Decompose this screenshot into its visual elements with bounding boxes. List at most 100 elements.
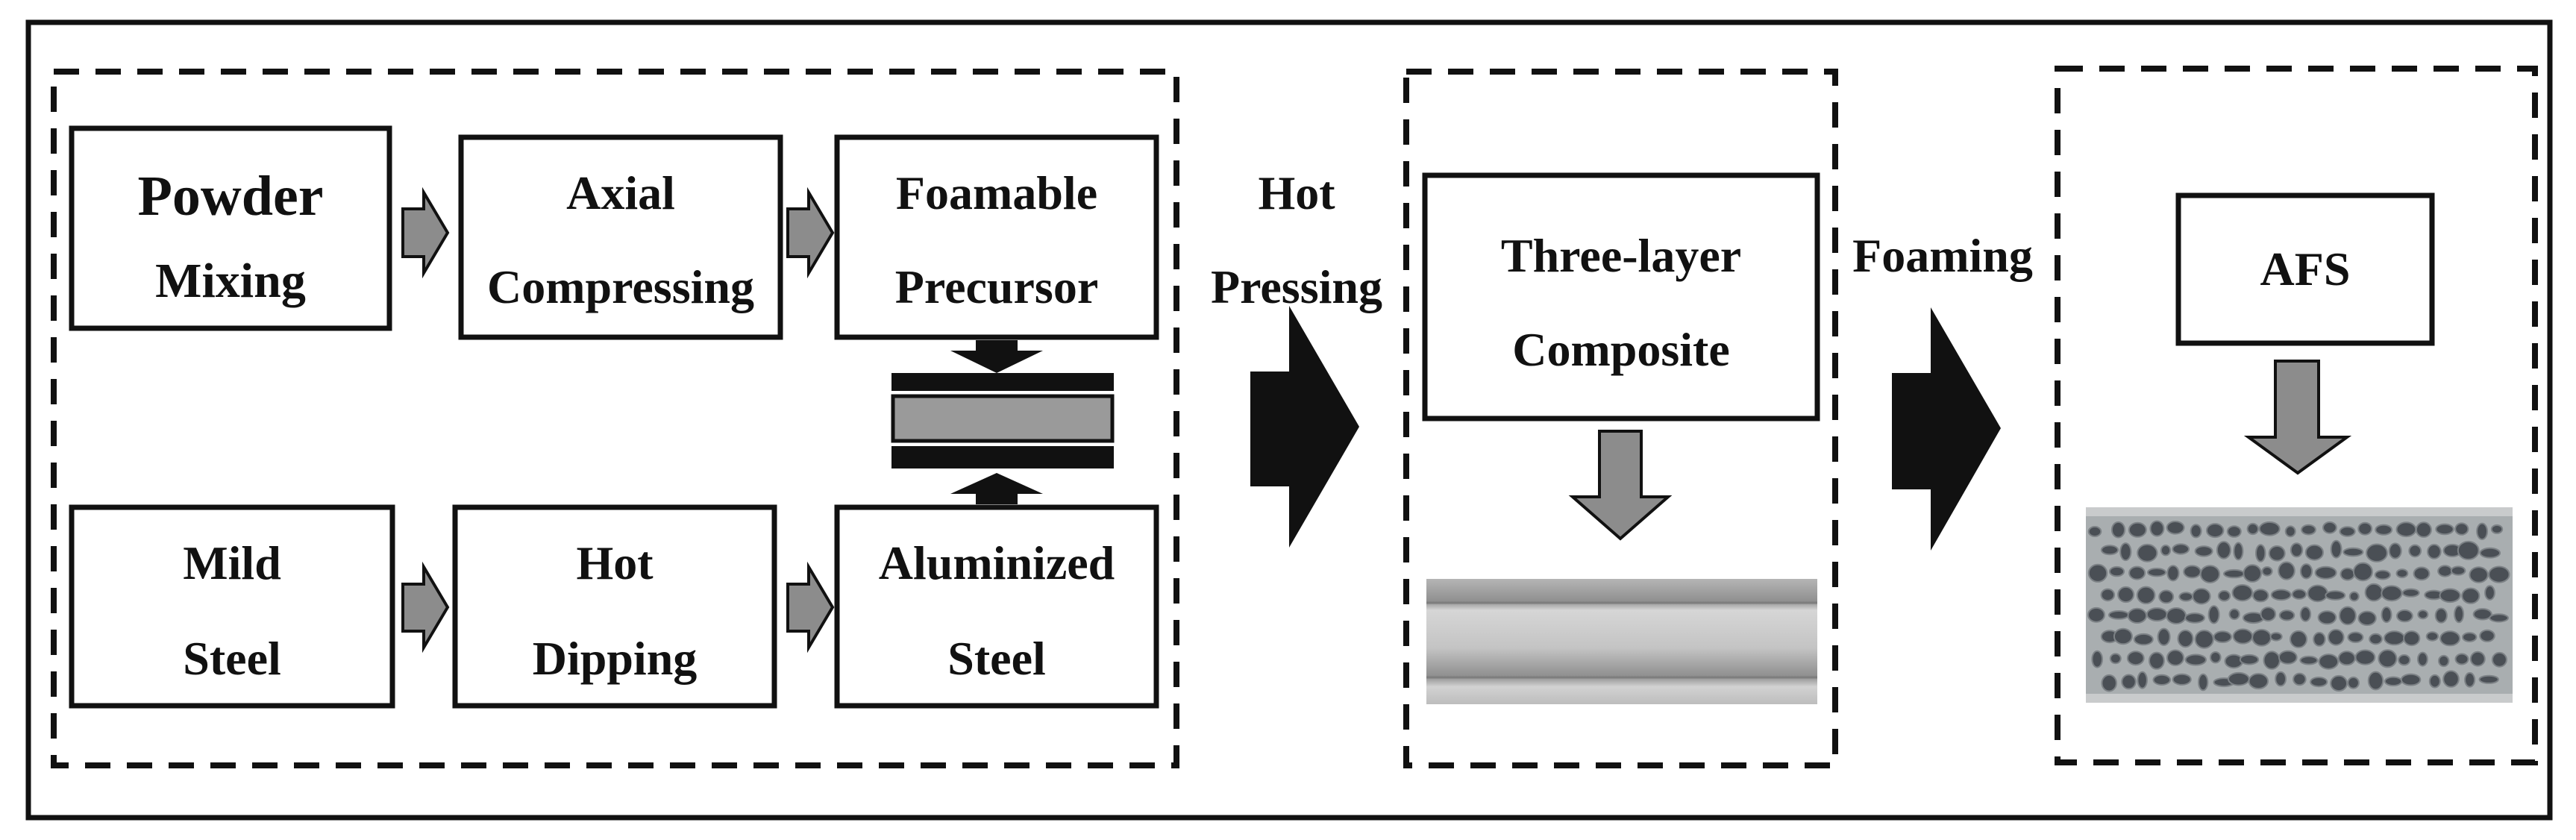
foam-pore [2317,610,2337,625]
foam-pore [2435,523,2454,536]
foam-pore [2450,565,2466,576]
afs-box: AFS [2175,192,2435,346]
foam-pore [2479,547,2501,559]
foam-pore [2152,674,2172,686]
foam-pore [2427,544,2442,560]
foam-pore [2347,631,2364,643]
foam-pore [2158,589,2175,604]
foam-pore [2149,651,2165,670]
foam-pore [2307,584,2328,603]
foam-pore [2263,651,2281,670]
foam-pore [2395,568,2409,579]
foam-pore [2454,605,2465,624]
foam-pore [2261,566,2273,577]
three-layer-composite-line2: Composite [1512,323,1730,376]
foam-pore [2472,608,2492,621]
axial-compressing-box: Axial Compressing [458,134,783,340]
outer-frame [25,19,2553,821]
foam-pore [2100,545,2119,556]
foam-pore [2217,590,2231,602]
aluminized-steel-line1: Aluminized [879,536,1115,589]
gray-down-arrow-icon [2243,360,2352,475]
foam-pore [2364,583,2384,602]
foam-pore [2491,651,2507,668]
foam-pore [2108,610,2130,620]
foam-pore [2260,607,2277,622]
foam-pore [2357,521,2373,536]
foam-pore [2183,565,2201,579]
foam-pore [2489,613,2510,623]
foam-pore [2291,589,2307,600]
foam-pore [2121,674,2137,690]
foam-pore [2232,628,2254,645]
foam-pore [2396,609,2413,623]
foam-pore [2239,653,2260,665]
foam-pore [2146,607,2168,622]
foam-pore [2268,545,2286,562]
foam-pore [2413,566,2431,581]
foam-pore [2178,592,2194,602]
foam-pore [2278,561,2295,580]
foam-pore [2213,630,2233,644]
foam-pore [2166,649,2184,666]
foam-pore [2177,630,2194,648]
foam-pore [2469,651,2486,667]
foam-pore [2340,567,2355,581]
foamable-precursor-line2: Precursor [895,260,1098,313]
foam-pore [2270,589,2292,601]
black-chevron-arrow-icon [1250,306,1359,548]
foam-pore [2469,566,2489,583]
gray-right-arrow-icon [401,187,450,279]
mild-steel-box: Mild Steel [69,504,395,709]
foam-pore [2251,629,2272,647]
foam-pore [2388,542,2402,560]
powder-mixing-line2: Mixing [155,254,306,308]
foam-pore [2172,543,2190,555]
foam-pore [2184,653,2207,666]
foam-pore [2278,650,2298,665]
foam-pore [2117,586,2135,604]
foam-pore [2488,565,2510,583]
hot-dipping-line2: Dipping [533,632,698,685]
foam-pore [2166,565,2180,582]
axial-compressing-line2: Compressing [487,260,754,313]
foam-pore [2381,585,2403,602]
foam-pore [2438,654,2450,668]
powder-mixing-line1: Powder [137,165,323,228]
foam-pore [2284,525,2296,538]
foam-pore [2384,630,2405,646]
foam-pore [2318,653,2340,670]
foam-pore [2147,568,2166,577]
aluminized-steel-line2: Steel [947,632,1046,685]
foam-pore [2293,672,2307,686]
foam-pore [2166,521,2185,535]
foam-pore [2374,569,2391,580]
foam-pore [2367,671,2384,691]
foam-pore [2461,587,2481,604]
foam-pore [2269,632,2283,642]
foam-pore [2226,525,2242,538]
foam-pore [2439,588,2461,604]
foam-pore [2339,526,2356,537]
foam-pore [2194,545,2213,557]
foaming-label: Foaming [1852,229,2033,282]
foam-pore [2184,612,2205,624]
gray-down-arrow-icon [1568,430,1673,541]
foam-pore [2381,606,2392,624]
foam-pore [2126,651,2145,666]
foam-pore [2190,524,2202,539]
foam-pore [2172,673,2192,686]
foam-pore [2403,630,2421,647]
foam-pore [2484,585,2495,601]
foam-pore [2255,544,2266,562]
three-layer-composite-line1: Three-layer [1501,229,1741,282]
foam-pore [2398,654,2411,666]
foam-pore [2160,545,2172,557]
foam-pore [2278,609,2295,621]
layer-stack [891,373,1115,468]
foam-pore [2454,522,2469,536]
foam-pore [2290,630,2307,648]
foam-pore [2258,521,2281,536]
foam-pore [2342,547,2364,557]
